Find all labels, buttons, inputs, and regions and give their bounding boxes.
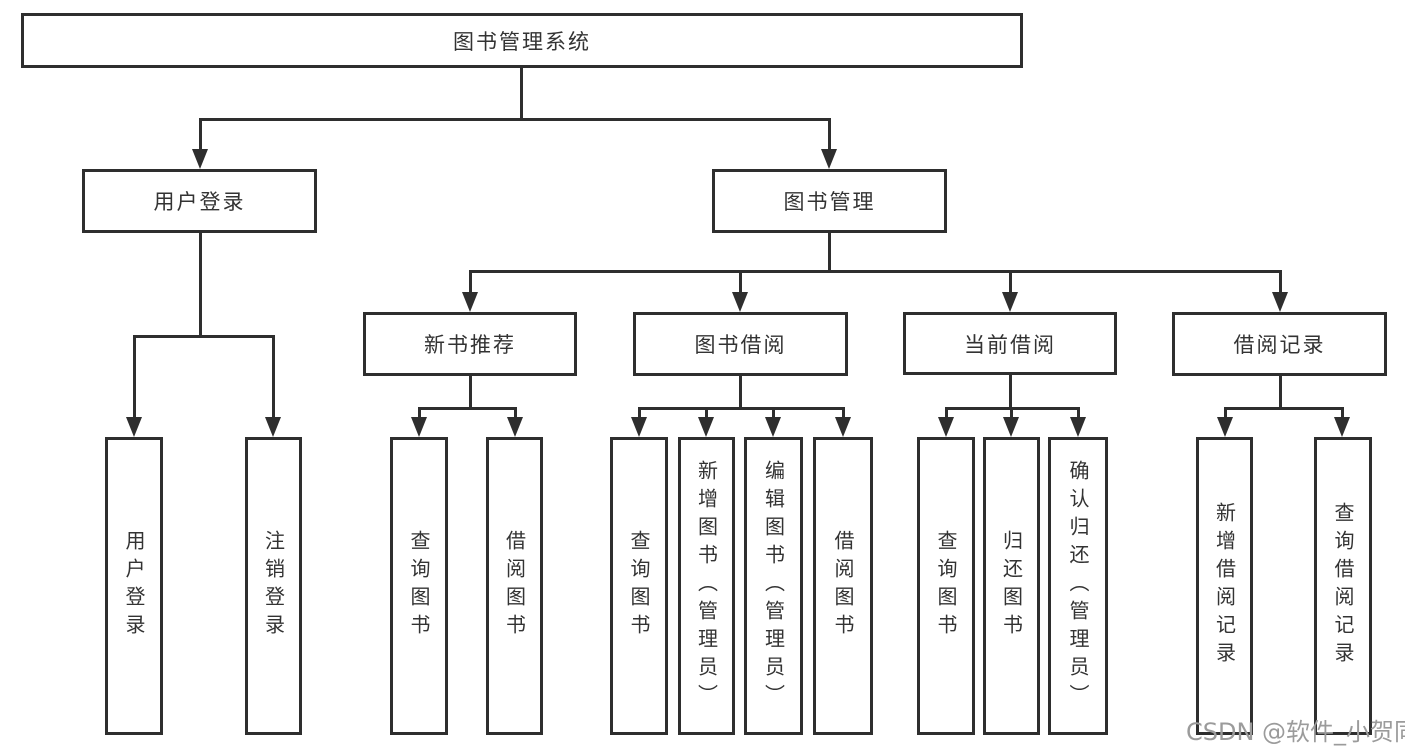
connector-line <box>1009 271 1012 296</box>
leaf-label: 新增图书（管理员） <box>694 460 719 712</box>
leaf-label: 编辑图书（管理员） <box>761 460 786 712</box>
arrowhead-down-icon <box>1003 417 1019 437</box>
connector-line <box>469 270 1282 273</box>
connector-line <box>1341 408 1344 421</box>
node-label: 图书管理 <box>783 190 876 214</box>
arrowhead-down-icon <box>1070 417 1086 437</box>
arrowhead-down-icon <box>1272 292 1288 312</box>
leaf-label: 确认归还（管理员） <box>1066 460 1090 712</box>
connector-line <box>418 408 421 421</box>
connector-line <box>272 336 275 421</box>
leaf-label: 借阅图书 <box>502 530 527 642</box>
connector-line <box>1279 271 1282 296</box>
connector-line <box>828 119 831 153</box>
leaf-label: 借阅图书 <box>831 530 855 642</box>
arrowhead-down-icon <box>192 149 208 169</box>
arrowhead-down-icon <box>938 417 954 437</box>
connector-line <box>945 407 1080 410</box>
leaf-label: 查询图书 <box>407 530 431 642</box>
leaf-edit-books-admin: 编辑图书（管理员） <box>744 437 803 735</box>
node-label: 图书借阅 <box>694 333 787 357</box>
node-user-login: 用户登录 <box>82 169 317 233</box>
leaf-borrow-books: 借阅图书 <box>813 437 873 735</box>
arrowhead-down-icon <box>1334 417 1350 437</box>
arrowhead-down-icon <box>1217 417 1233 437</box>
leaf-label: 新增借阅记录 <box>1212 502 1237 670</box>
node-label: 借阅记录 <box>1233 333 1326 357</box>
connector-line <box>1224 408 1227 421</box>
node-label: 图书管理系统 <box>453 29 591 54</box>
node-current-borrowing: 当前借阅 <box>903 312 1117 375</box>
node-library-management-system: 图书管理系统 <box>21 13 1023 68</box>
arrowhead-down-icon <box>411 417 427 437</box>
connector-line <box>772 408 775 421</box>
connector-line <box>133 336 136 421</box>
arrowhead-down-icon <box>732 292 748 312</box>
connector-line <box>705 408 708 421</box>
leaf-query-books-recommend: 查询图书 <box>390 437 448 735</box>
arrowhead-down-icon <box>462 292 478 312</box>
leaf-query-borrow-record: 查询借阅记录 <box>1314 437 1372 735</box>
leaf-add-books-admin: 新增图书（管理员） <box>678 437 735 735</box>
connector-line <box>1009 375 1012 410</box>
node-label: 新书推荐 <box>424 333 516 357</box>
leaf-logout: 注销登录 <box>245 437 302 735</box>
leaf-label: 查询图书 <box>627 530 651 642</box>
connector-line <box>199 118 831 121</box>
connector-line <box>638 407 845 410</box>
leaf-label: 查询图书 <box>934 530 958 642</box>
leaf-label: 注销登录 <box>261 530 286 642</box>
connector-line <box>739 376 742 410</box>
connector-line <box>842 408 845 421</box>
leaf-label: 用户登录 <box>122 530 146 642</box>
leaf-query-books-current: 查询图书 <box>917 437 975 735</box>
arrowhead-down-icon <box>265 417 281 437</box>
node-label: 用户登录 <box>153 190 246 214</box>
arrowhead-down-icon <box>126 417 142 437</box>
connector-line <box>469 376 472 410</box>
leaf-user-login: 用户登录 <box>105 437 163 735</box>
leaf-add-borrow-record: 新增借阅记录 <box>1196 437 1253 735</box>
arrowhead-down-icon <box>631 417 647 437</box>
connector-line <box>520 68 523 121</box>
connector-line <box>638 408 641 421</box>
leaf-query-books-borrow: 查询图书 <box>610 437 668 735</box>
connector-line <box>1010 408 1013 421</box>
leaf-confirm-return-admin: 确认归还（管理员） <box>1048 437 1108 735</box>
node-new-book-recommendation: 新书推荐 <box>363 312 577 376</box>
node-book-borrowing: 图书借阅 <box>633 312 848 376</box>
arrowhead-down-icon <box>821 149 837 169</box>
connector-line <box>1224 407 1344 410</box>
arrowhead-down-icon <box>1002 292 1018 312</box>
connector-line <box>739 271 742 296</box>
watermark-text: CSDN @软件_小贺同学 <box>1186 718 1405 746</box>
arrowhead-down-icon <box>835 417 851 437</box>
connector-line <box>828 233 831 273</box>
leaf-label: 归还图书 <box>999 530 1024 642</box>
arrowhead-down-icon <box>507 417 523 437</box>
leaf-return-books: 归还图书 <box>983 437 1040 735</box>
arrowhead-down-icon <box>765 417 781 437</box>
connector-line <box>1279 376 1282 410</box>
leaf-label: 查询借阅记录 <box>1331 502 1355 670</box>
connector-line <box>469 271 472 296</box>
node-book-management: 图书管理 <box>712 169 947 233</box>
connector-line <box>418 407 517 410</box>
connector-line <box>945 408 948 421</box>
node-label: 当前借阅 <box>964 332 1056 357</box>
connector-line <box>133 335 275 338</box>
connector-line <box>199 233 202 338</box>
connector-line <box>199 119 202 153</box>
arrowhead-down-icon <box>698 417 714 437</box>
leaf-borrow-books-recommend: 借阅图书 <box>486 437 543 735</box>
connector-line <box>1077 408 1080 421</box>
node-borrowing-records: 借阅记录 <box>1172 312 1387 376</box>
connector-line <box>514 408 517 421</box>
